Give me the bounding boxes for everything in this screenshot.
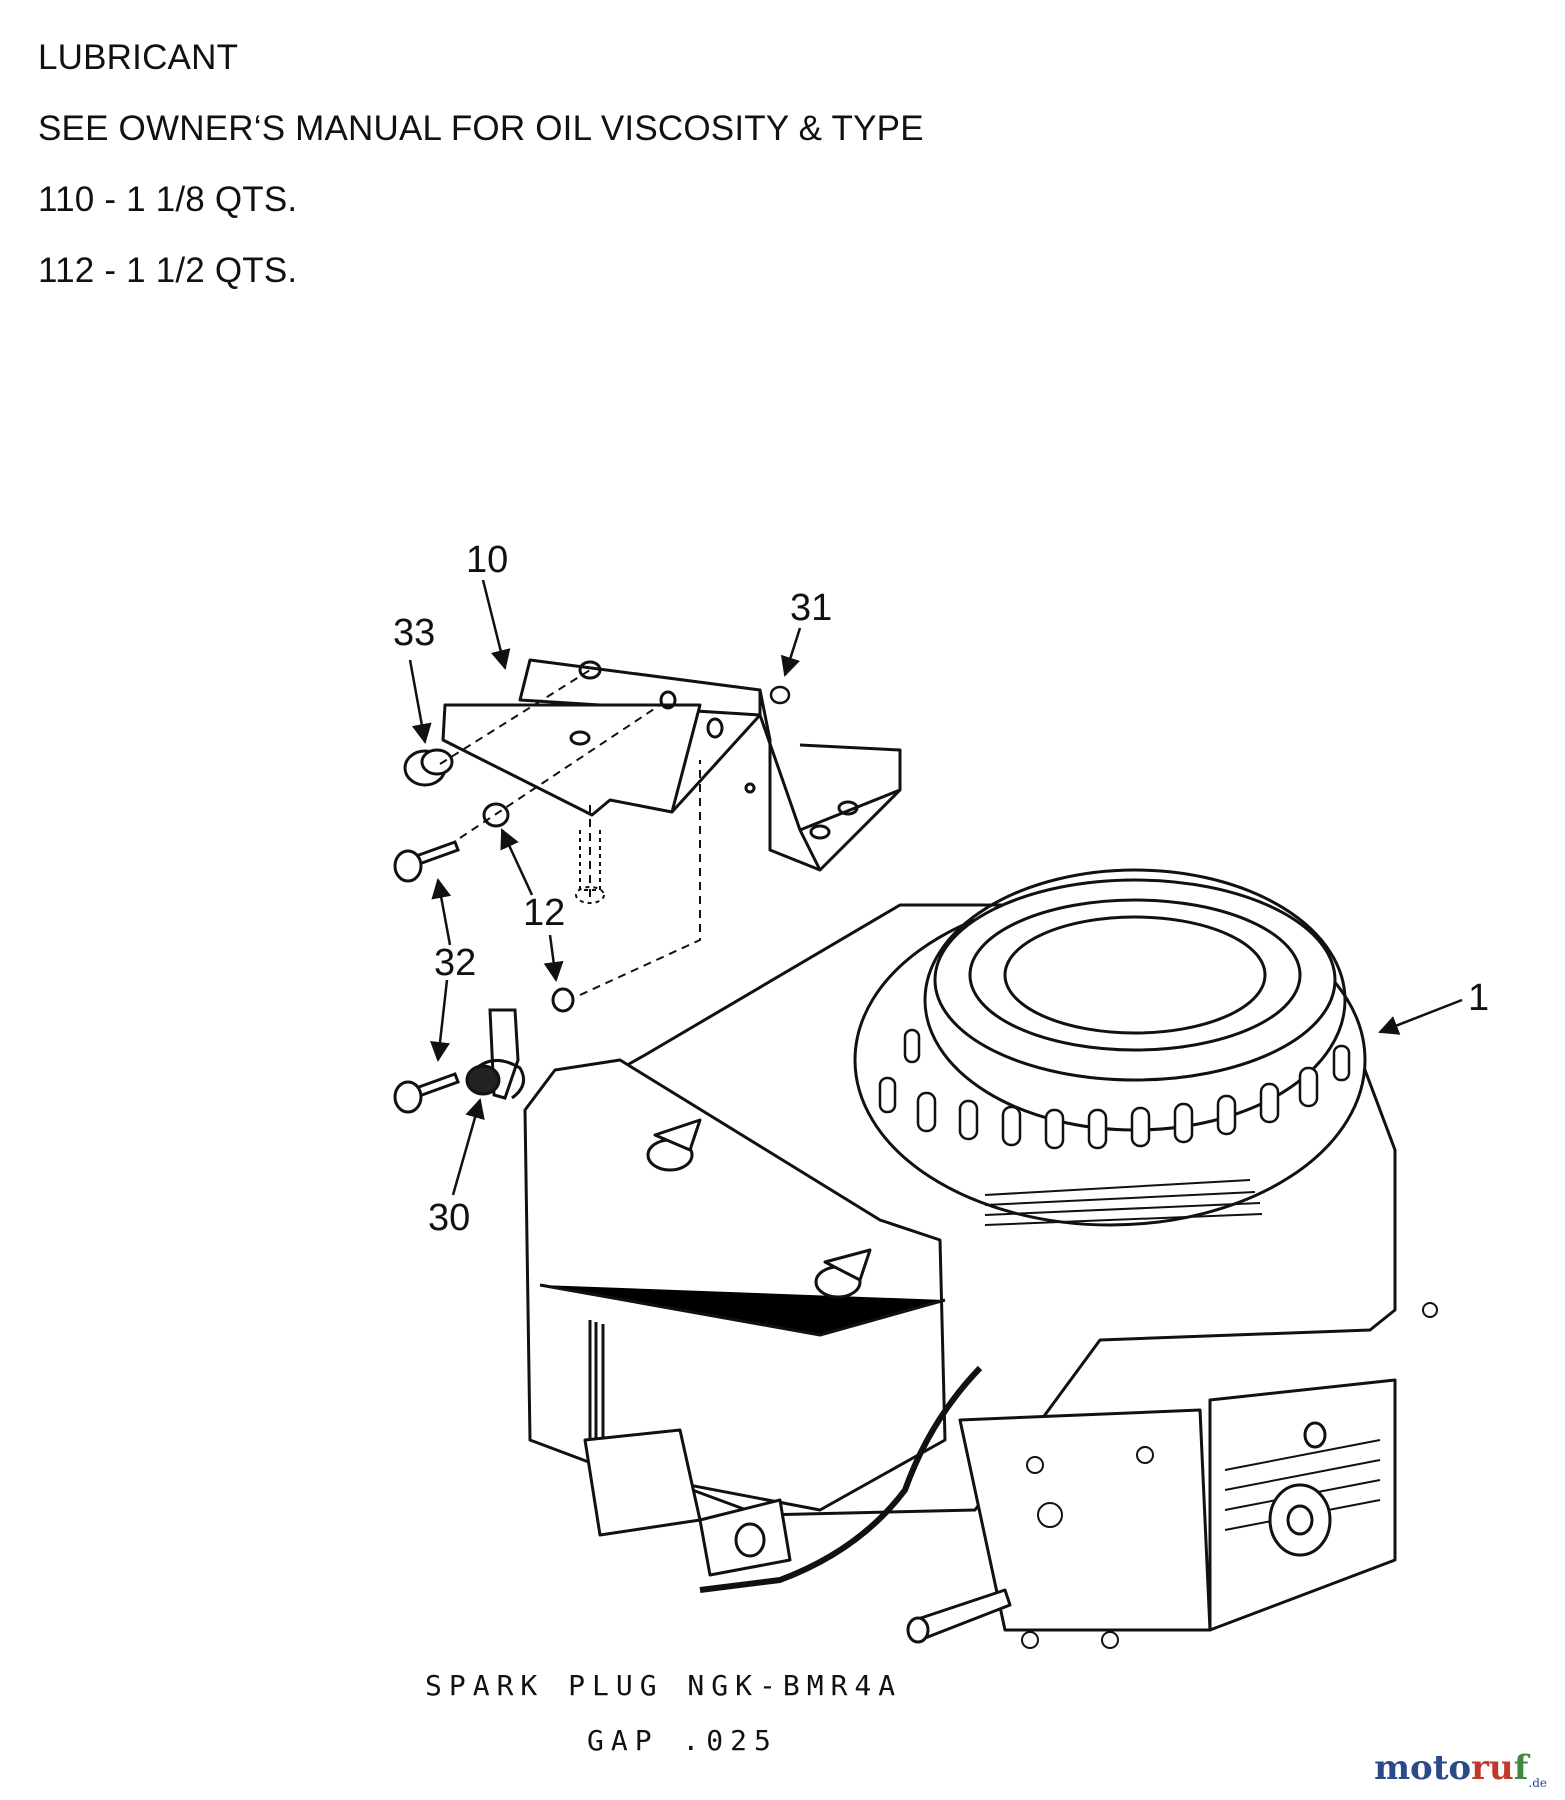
callout-1: 1 <box>1468 977 1489 1019</box>
leader-arrows <box>408 579 1463 1196</box>
callout-31: 31 <box>790 587 832 629</box>
spark-gap-note: GAP .025 <box>587 1724 778 1757</box>
oil-capacity-110: 110 - 1 1/8 QTS. <box>38 180 298 219</box>
bolt-lower <box>393 1072 460 1114</box>
lubricant-notes: LUBRICANT SEE OWNER‘S MANUAL FOR OIL VIS… <box>38 40 924 288</box>
lubricant-title: LUBRICANT <box>38 38 239 77</box>
washers <box>482 802 575 1013</box>
spark-plug-note: SPARK PLUG NGK-BMR4A <box>425 1669 902 1702</box>
cable-clamp <box>465 1008 526 1100</box>
bolt-upper <box>393 840 460 883</box>
oil-capacity-112: 112 - 1 1/2 QTS. <box>38 251 298 290</box>
watermark-logo: motoruf.de <box>1374 1748 1547 1790</box>
mounting-bracket <box>441 658 902 872</box>
callout-32: 32 <box>434 942 476 984</box>
callout-10: 10 <box>466 539 508 581</box>
engine-assembly <box>523 868 1438 1649</box>
assembly-guide-lines <box>439 669 701 996</box>
callout-33: 33 <box>393 612 435 654</box>
lock-nut <box>769 685 791 705</box>
callout-labels: 1 10 12 30 31 32 33 <box>393 539 1489 1239</box>
callout-30: 30 <box>428 1197 470 1239</box>
callout-12: 12 <box>523 892 565 934</box>
bushing <box>403 748 454 787</box>
hidden-bolt <box>575 830 605 904</box>
oil-viscosity-note: SEE OWNER‘S MANUAL FOR OIL VISCOSITY & T… <box>38 109 924 148</box>
